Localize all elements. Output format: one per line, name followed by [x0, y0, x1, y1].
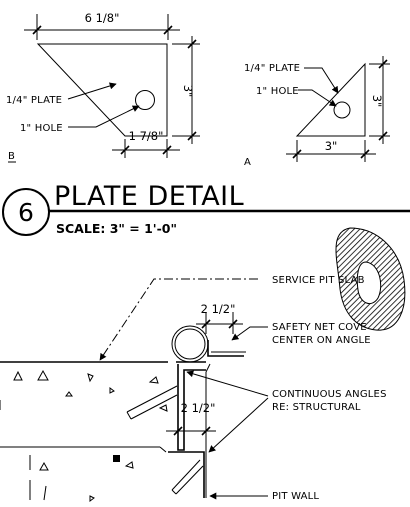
detail-scale: SCALE: 3" = 1'-0" — [56, 221, 177, 236]
hole-label-a: 1" HOLE — [256, 86, 299, 97]
callout-angles-1: CONTINUOUS ANGLES — [272, 389, 387, 400]
concrete-aggregate — [0, 369, 168, 502]
leader-angle-upper — [186, 370, 269, 397]
dim-side-b: 3" — [172, 36, 200, 144]
dim-side-b-text: 3" — [181, 85, 195, 98]
detail-letter-b: B — [8, 151, 15, 162]
anchor-lower — [171, 459, 204, 495]
section-detail: 2 1/2" 2 1/2" SERVICE PIT SLAB SAFETY NE… — [0, 275, 387, 502]
dim-upper: 2 1/2" — [196, 302, 243, 334]
callout-safety-net-2: CENTER ON ANGLE — [272, 335, 371, 346]
dim-side-a: 3" — [369, 56, 390, 144]
plate-b-outline — [36, 43, 168, 137]
shim-block — [113, 455, 120, 462]
dim-top-b: 6 1/8" — [24, 11, 180, 40]
callout-service-slab: SERVICE PIT SLAB — [272, 275, 365, 286]
pipe-outer — [171, 325, 209, 363]
detail-letter-a: A — [244, 157, 251, 168]
dim-bottom-b: 1 7/8" — [112, 129, 180, 158]
dim-side-a-text: 3" — [370, 95, 384, 108]
detail-b: 6 1/8" 3" 1 7/8" 1/4" PLATE 1" HOLE B — [6, 11, 200, 163]
detail-title: PLATE DETAIL — [54, 181, 244, 212]
dim-lower-text: 2 1/2" — [181, 401, 216, 415]
leader-service-slab — [99, 278, 258, 361]
hole-label-b: 1" HOLE — [20, 123, 63, 134]
plate-a-outline — [295, 62, 366, 137]
detail-a: 3" 3" 1/4" PLATE 1" HOLE A — [244, 56, 390, 168]
callout-pit-wall: PIT WALL — [272, 491, 319, 502]
hole-a — [333, 101, 351, 119]
dim-top-b-text: 6 1/8" — [85, 11, 120, 25]
pipe-inner — [174, 328, 206, 360]
dim-bottom-a: 3" — [286, 139, 376, 162]
callout-angles-2: RE: STRUCTURAL — [272, 402, 361, 413]
plate-label-b: 1/4" PLATE — [6, 95, 62, 106]
anchor-upper — [126, 385, 178, 420]
plate-label-a: 1/4" PLATE — [244, 63, 300, 74]
detail-number: 6 — [18, 198, 34, 227]
leader-plate-b — [67, 82, 117, 100]
dim-bottom-a-text: 3" — [325, 139, 338, 153]
leader-angle-lower — [208, 397, 269, 453]
leader-plate-a — [304, 67, 339, 94]
callout-safety-net-1: SAFETY NET COVE — [272, 322, 367, 333]
leader-safety-net — [231, 326, 268, 341]
leader-hole-a — [298, 89, 337, 107]
dim-bottom-b-text: 1 7/8" — [129, 129, 164, 143]
net-cover-plate — [207, 340, 244, 357]
leader-hole-b — [68, 105, 140, 128]
hatched-mark — [335, 227, 406, 331]
dim-lower: 2 1/2" — [166, 401, 216, 440]
title-block: 6 PLATE DETAIL SCALE: 3" = 1'-0" — [2, 181, 410, 331]
dim-upper-text: 2 1/2" — [201, 302, 236, 316]
hole-b — [135, 90, 155, 110]
angle-lower — [168, 451, 205, 498]
